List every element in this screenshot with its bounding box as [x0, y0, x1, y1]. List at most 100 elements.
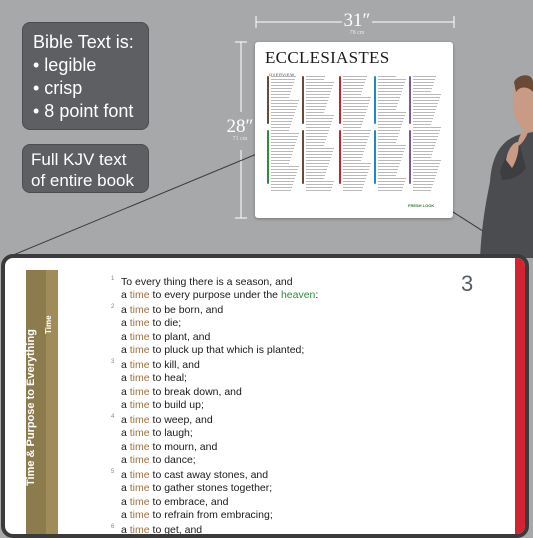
poster-text-line [378, 124, 402, 125]
poster-text-line [343, 181, 365, 182]
height-dimension: 28″ 71 cm [222, 117, 258, 142]
poster-text-line [343, 109, 367, 110]
width-inches: 31″ [343, 10, 371, 31]
poster-text-line [413, 76, 436, 77]
poster-text-line [271, 106, 297, 107]
poster-text-line [271, 127, 290, 128]
poster-text-line [343, 79, 366, 80]
poster-text-line [306, 94, 330, 95]
poster-text-line [306, 145, 324, 146]
highlight-time: time [129, 468, 150, 481]
poster-text-line [271, 100, 299, 101]
poster-text-line [271, 190, 291, 191]
verse-line: a time to mourn, and [121, 441, 218, 453]
poster-section-bar [302, 76, 304, 124]
poster-text-line [306, 160, 330, 161]
poster-text-line [413, 103, 438, 104]
highlight-time: time [129, 399, 150, 411]
poster-text-line [413, 97, 440, 98]
verse-number: 1 [111, 276, 115, 282]
poster-text-line [306, 142, 325, 143]
poster-text-line [378, 112, 406, 113]
highlight-time: time [129, 331, 150, 343]
highlight-time: time [129, 481, 150, 494]
poster-text-line [271, 85, 293, 86]
poster-text-line [271, 142, 296, 143]
poster-text-line [306, 88, 332, 89]
poster-text-line [343, 172, 368, 173]
highlight-time: time [129, 316, 150, 329]
poster-text-line [378, 130, 400, 131]
verse-line: a time to weep, and [121, 413, 213, 426]
poster-overview-label: OVERVIEW [269, 72, 295, 77]
verse-number: 3 [111, 358, 115, 365]
poster-text-line [306, 148, 334, 149]
verse-line: To every thing there is a season, and [121, 276, 293, 288]
feature-badge-bible-text: Bible Text is: • legible • crisp • 8 poi… [22, 22, 149, 130]
verse-number: 6 [111, 523, 115, 530]
poster-text-line [343, 169, 369, 170]
poster-text-line [413, 112, 435, 113]
section-sidebar: Time & Purpose to Everything Time [25, 270, 58, 534]
poster-text-line [378, 82, 405, 83]
poster-text-line [378, 103, 398, 104]
poster-text-line [306, 121, 332, 122]
poster-text-line [306, 127, 330, 128]
poster-text-line [413, 166, 439, 167]
poster-text-line [271, 160, 290, 161]
poster-text-line [378, 133, 399, 134]
poster-text-line [271, 136, 298, 137]
poster-text-line [378, 121, 403, 122]
poster-text-line [378, 160, 401, 161]
poster-text-line [306, 115, 334, 116]
poster-text-line [413, 187, 432, 188]
poster-text-line [306, 133, 328, 134]
poster-text-line [343, 139, 368, 140]
poster-text-line [306, 172, 326, 173]
height-cm: 71 cm [232, 136, 248, 142]
poster-text-line [378, 157, 402, 158]
zoomed-text-panel: Time & Purpose to Everything Time 1 To ev… [1, 254, 529, 538]
badge-line: Full KJV text [31, 150, 127, 169]
poster-text-line [343, 154, 363, 155]
poster-text-line [271, 112, 295, 113]
poster-text-line [378, 94, 401, 95]
poster-text-line [343, 85, 364, 86]
poster-section-bar [374, 130, 376, 184]
poster-text-line [306, 166, 328, 167]
poster-text-line [343, 112, 366, 113]
highlight-heaven: heaven [280, 289, 316, 301]
chapter-number: 3 [461, 271, 474, 296]
poster-section-bar [302, 130, 304, 184]
highlight-time: time [129, 454, 150, 466]
poster-text-line [343, 163, 371, 164]
poster-text-line [413, 184, 433, 185]
poster-text-line [306, 124, 331, 125]
poster-text-line [306, 175, 325, 176]
width-dimension: 31″ 78 cm [340, 10, 374, 36]
poster-text-line [378, 100, 399, 101]
poster-text-line [343, 130, 371, 131]
poster-section-bar [409, 130, 411, 184]
poster-text-line [271, 76, 296, 77]
poster-text-line [271, 139, 297, 140]
poster-text-line [306, 106, 326, 107]
feature-badge-kjv: Full KJV text of entire book [22, 144, 149, 193]
poster-text-line [306, 187, 332, 188]
poster-text-line [413, 172, 437, 173]
poster-text-line [378, 139, 397, 140]
verse-line: a time to dance; [121, 454, 196, 466]
poster-text-line [413, 154, 432, 155]
poster-text-line [343, 127, 361, 128]
poster-text-line [378, 190, 402, 191]
poster-text-line [413, 82, 434, 83]
poster-text-line [378, 85, 404, 86]
poster-text-line [378, 175, 396, 176]
verse-line: a time to embrace, and [121, 496, 229, 508]
poster-text-line [343, 157, 362, 158]
